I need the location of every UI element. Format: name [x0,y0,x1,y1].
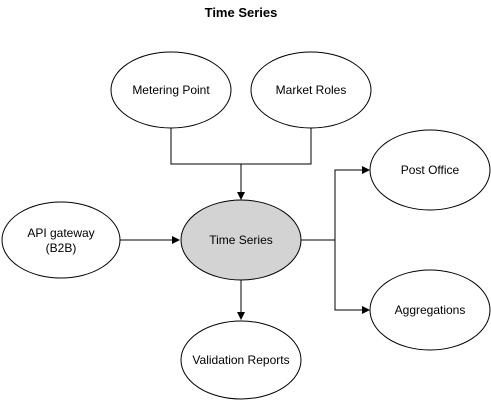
node-post-office[interactable]: Post Office [369,129,491,211]
node-time-series[interactable]: Time Series [180,199,302,281]
node-time-series-label: Time Series [209,233,273,247]
node-metering-point[interactable]: Metering Point [110,51,232,129]
diagram-title: Time Series [205,5,278,20]
node-aggregations-shape [369,269,491,351]
node-market-roles[interactable]: Market Roles [250,51,372,129]
edge-branch-to-post-office [334,166,370,240]
edge-market-roles-to-merge [241,128,312,165]
node-post-office-label: Post Office [401,163,460,177]
node-aggregations[interactable]: Aggregations [369,269,491,351]
node-market-roles-shape [250,51,372,129]
node-post-office-shape [369,129,491,211]
edge-metering-point-to-merge [170,128,241,165]
node-validation-reports[interactable]: Validation Reports [180,320,302,400]
node-market-roles-label: Market Roles [276,83,347,97]
node-api-gateway-shape [1,201,121,279]
node-api-gateway-label-line2: (B2B) [46,241,77,255]
node-time-series-shape [180,199,302,281]
edges [120,128,370,320]
edge-branch-to-aggregations [334,240,370,314]
node-validation-reports-label: Validation Reports [192,353,289,367]
node-metering-point-label: Metering Point [132,83,210,97]
node-api-gateway[interactable]: API gateway (B2B) [1,201,121,279]
node-validation-reports-shape [180,320,302,400]
node-metering-point-shape [110,51,232,129]
node-api-gateway-label-line1: API gateway [27,226,94,240]
node-aggregations-label: Aggregations [395,303,466,317]
